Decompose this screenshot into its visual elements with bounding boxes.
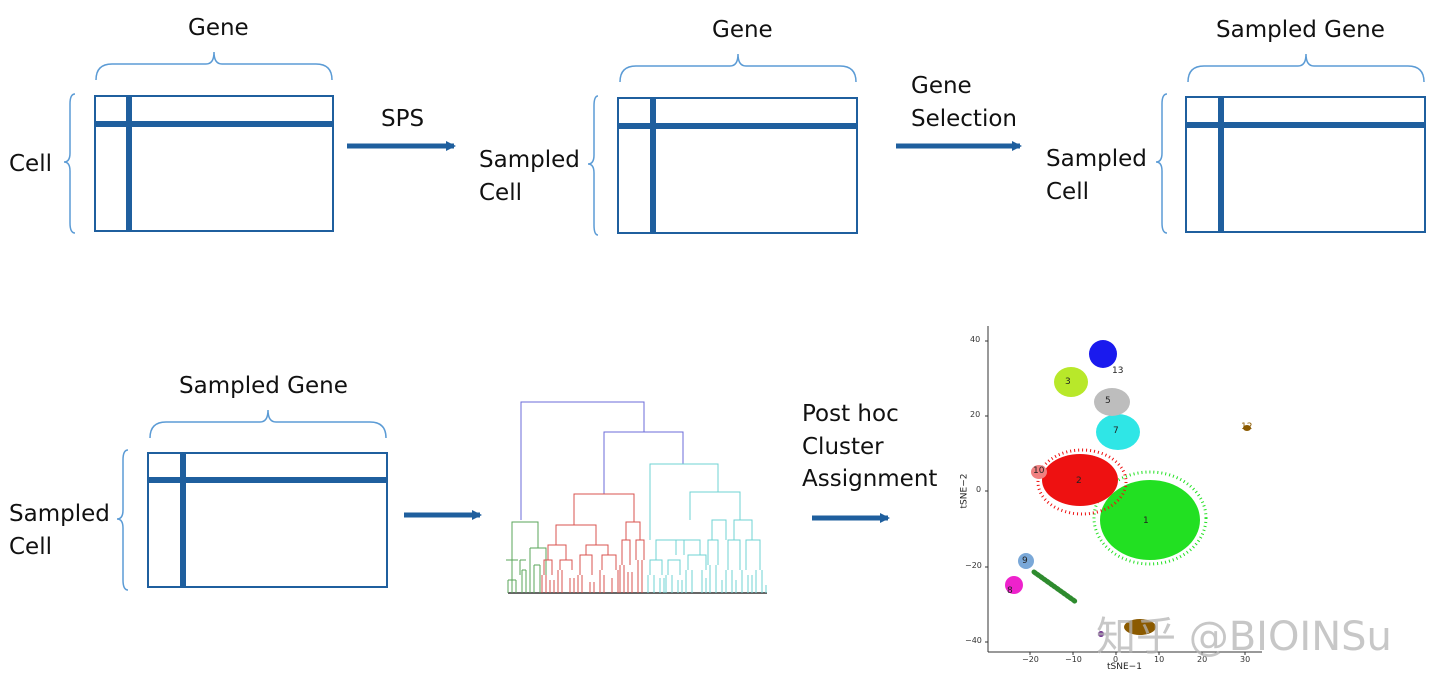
panel1-top-label: Gene: [188, 15, 249, 41]
cluster-purple: [1098, 631, 1104, 637]
panel3-top-bracket: [1187, 53, 1425, 83]
arrow4-label-line1: Post hoc: [802, 401, 899, 427]
arrow4-label-line3: Assignment: [802, 466, 938, 492]
panel2-left-bracket: [587, 95, 599, 236]
tsne-xtick-0: 0: [1113, 655, 1119, 664]
cluster-6-streak: [1031, 569, 1079, 605]
arrow1-label: SPS: [381, 106, 425, 132]
panel4-row-highlight: [148, 477, 387, 483]
tsne-ytick-20: 20: [970, 410, 981, 419]
tsne-xtick-m10: −10: [1065, 655, 1082, 664]
panel2-col-highlight: [650, 98, 656, 233]
panel1-left-label: Cell: [9, 151, 52, 177]
cluster-7: [1096, 414, 1140, 450]
panel3-row-highlight: [1186, 122, 1425, 128]
panel4-col-highlight: [180, 453, 186, 587]
panel2-left-label-line2: Cell: [479, 180, 522, 206]
panel2-left-label-line1: Sampled: [479, 147, 580, 173]
panel2-group: [587, 53, 858, 236]
panel3-left-label-line2: Cell: [1046, 179, 1089, 205]
panel1-top-bracket: [95, 51, 333, 81]
panel3-group: [1155, 53, 1426, 234]
cluster-label-9: 9: [1022, 556, 1028, 566]
panel3-col-highlight: [1218, 97, 1224, 232]
panel2-top-label: Gene: [712, 17, 773, 43]
cluster-label-8: 8: [1007, 586, 1013, 596]
tsne-xlabel: tSNE−1: [1107, 662, 1142, 672]
arrow2-label-line2: Selection: [911, 106, 1017, 132]
panel1-matrix: [94, 95, 334, 232]
cluster-1-halo: [1092, 470, 1208, 566]
panel4-group: [116, 409, 388, 591]
tsne-ylabel: tSNE−2: [959, 473, 970, 509]
cluster-label-1: 1: [1143, 516, 1149, 526]
tsne-xtick-10: 10: [1154, 655, 1165, 664]
cluster-9: [1018, 553, 1034, 569]
cluster-label-13: 13: [1112, 366, 1124, 376]
cluster-label-12: 12: [1241, 422, 1253, 432]
cluster-2: [1042, 454, 1118, 506]
cluster-label-2: 2: [1076, 476, 1082, 486]
panel1-group: [63, 51, 334, 234]
panel3-matrix: [1185, 96, 1426, 233]
dendrogram-purple-branch: [603, 431, 684, 494]
watermark: 知乎 @BIOINSu: [1096, 614, 1392, 660]
dendrogram-red-cluster: [541, 493, 645, 593]
panel4-top-label: Sampled Gene: [179, 373, 348, 399]
arrow4-label-line2: Cluster: [802, 434, 884, 460]
panel3-left-bracket: [1155, 93, 1168, 234]
panel1-left-bracket: [63, 93, 76, 234]
panel3-top-label: Sampled Gene: [1216, 17, 1385, 43]
panel1-row-highlight: [95, 121, 333, 127]
dendrogram: [506, 401, 767, 594]
dendrogram-green-cluster: [506, 521, 547, 593]
tsne-ytick-0: 0: [976, 485, 982, 494]
cluster-12: [1243, 425, 1251, 431]
tsne-ytick-m20: −20: [965, 561, 982, 570]
cluster-label-7: 7: [1113, 426, 1119, 436]
cluster-5: [1094, 388, 1130, 416]
cluster-label-10: 10: [1033, 466, 1045, 476]
arrow2-label-line1: Gene: [911, 73, 972, 99]
dendrogram-root: [520, 401, 645, 520]
panel4-matrix: [147, 452, 388, 588]
dendrogram-cyan-cluster: [647, 463, 767, 593]
panel2-row-highlight: [618, 123, 857, 129]
panel2-matrix: [617, 97, 858, 234]
panel2-top-bracket: [619, 53, 857, 83]
cluster-3: [1054, 367, 1088, 397]
tsne-plot: [985, 326, 1262, 655]
panel4-left-label-line2: Cell: [9, 534, 52, 560]
cluster-8: [1005, 576, 1023, 594]
tsne-ytick-m40: −40: [965, 636, 982, 645]
tsne-ticks: [985, 340, 1246, 655]
tsne-clusters: [1005, 340, 1251, 637]
panel4-top-bracket: [149, 409, 387, 439]
tsne-xtick-m20: −20: [1022, 655, 1039, 664]
cluster-1: [1100, 480, 1200, 560]
tsne-xtick-20: 20: [1197, 655, 1208, 664]
cluster-13: [1089, 340, 1117, 368]
tsne-xtick-30: 30: [1240, 655, 1251, 664]
cluster-brown: [1124, 619, 1156, 635]
panel4-left-bracket: [116, 449, 129, 591]
cluster-2-halo: [1036, 448, 1128, 516]
panel1-col-highlight: [126, 96, 132, 231]
cluster-label-3: 3: [1065, 377, 1071, 387]
cluster-label-5: 5: [1105, 396, 1111, 406]
panel4-left-label-line1: Sampled: [9, 501, 110, 527]
tsne-ytick-40: 40: [970, 335, 981, 344]
cluster-10: [1031, 465, 1047, 479]
panel3-left-label-line1: Sampled: [1046, 146, 1147, 172]
